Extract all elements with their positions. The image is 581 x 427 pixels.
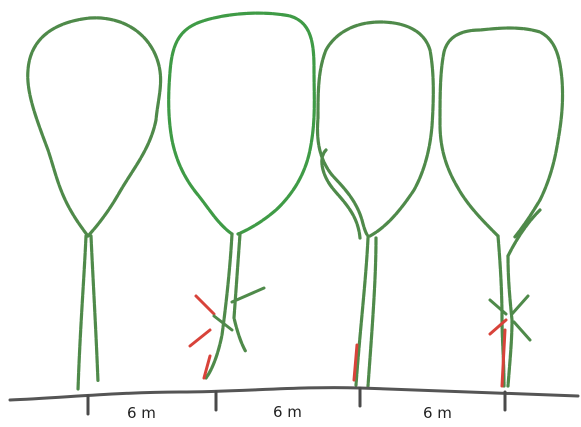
- tree-2-trunk-right: [234, 234, 246, 352]
- tree-3-left-edge: [322, 150, 360, 238]
- spacing-label-2: 6 m: [273, 403, 302, 421]
- tree-4-inner-fork: [508, 210, 540, 256]
- tree-1-trunk-right: [91, 236, 98, 382]
- tree-4-crown: [440, 28, 563, 238]
- tree-4-cut-green-upper-left: [490, 300, 506, 314]
- ground-line: [10, 388, 578, 400]
- tree-4-trunk-right: [508, 256, 512, 386]
- tree-4: [440, 28, 563, 386]
- tree-1-crown: [28, 18, 161, 236]
- tree-3-trunk-right: [368, 238, 376, 386]
- tree-4-cut-green-lower: [514, 322, 530, 340]
- tree-2-cut-red-lower: [190, 330, 210, 346]
- tree-2: [169, 13, 315, 378]
- tree-1: [28, 18, 161, 390]
- tree-1-trunk-left: [78, 236, 86, 390]
- tree-3-trunk-left: [356, 238, 368, 385]
- tree-3: [318, 22, 434, 386]
- spacing-label-3: 6 m: [423, 404, 452, 422]
- tree-2-crown: [169, 13, 315, 234]
- spacing-label-1: 6 m: [127, 404, 156, 422]
- tree-2-cut-red-upper: [196, 296, 214, 314]
- tree-3-crown: [318, 22, 434, 236]
- tree-4-cut-green-upper-right: [512, 296, 528, 314]
